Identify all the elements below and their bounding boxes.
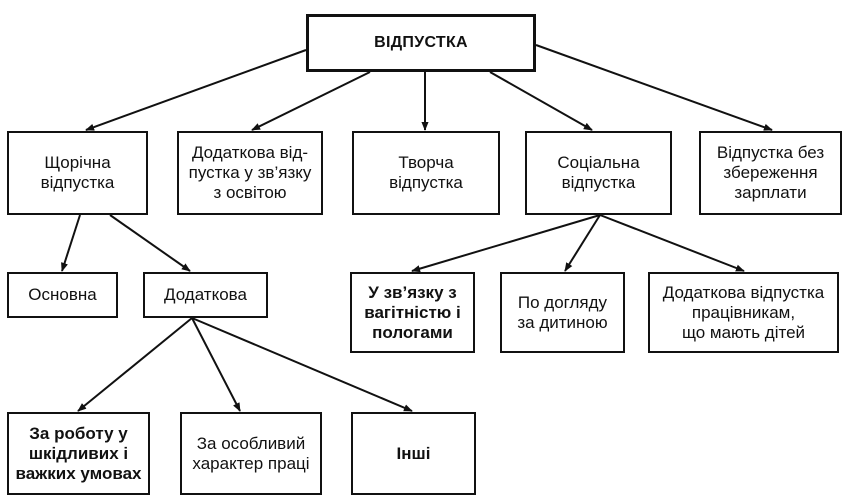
node-harmful-conditions-vacation: За роботу у шкідливих і важких умовах: [7, 412, 150, 495]
edge-annual-basic: [61, 214, 81, 272]
edge-additional-special: [191, 317, 241, 412]
node-label: За особливий характер праці: [192, 433, 310, 473]
edge-social-parents: [599, 214, 745, 272]
node-childcare-vacation: По догляду за дитиною: [500, 272, 625, 353]
edge-root-unpaid: [535, 44, 773, 131]
node-vacation-root: ВІДПУСТКА: [306, 14, 536, 72]
node-unpaid-vacation: Відпустка без збереження зарплати: [699, 131, 842, 215]
node-pregnancy-vacation: У зв’язку з вагітністю і пологами: [350, 272, 475, 353]
edge-root-annual: [85, 49, 307, 131]
edge-root-social: [489, 71, 593, 131]
edge-additional-harmful: [77, 317, 193, 412]
node-education-vacation: Додаткова від- пустка у зв’язку з освіто…: [177, 131, 323, 215]
node-parents-vacation: Додаткова відпустка працівникам, що мают…: [648, 272, 839, 353]
node-social-vacation: Соціальна відпустка: [525, 131, 672, 215]
node-creative-vacation: Творча відпустка: [352, 131, 500, 215]
node-special-nature-vacation: За особливий характер праці: [180, 412, 322, 495]
node-label: За роботу у шкідливих і важких умовах: [15, 423, 142, 483]
node-label: Інші: [396, 443, 431, 463]
node-label: Відпустка без збереження зарплати: [716, 143, 825, 202]
edge-social-childcare: [564, 214, 601, 272]
edge-root-education: [251, 71, 371, 131]
node-label: ВІДПУСТКА: [374, 34, 468, 51]
node-label: Творча відпустка: [389, 153, 463, 192]
edge-social-pregnancy: [411, 214, 601, 273]
node-other-vacation: Інші: [351, 412, 476, 495]
node-label: Додаткова відпустка працівникам, що мают…: [662, 282, 825, 342]
node-label: По догляду за дитиною: [517, 292, 608, 332]
node-annual-vacation: Щорічна відпустка: [7, 131, 148, 215]
edge-additional-other: [191, 317, 413, 412]
node-label: Щорічна відпустка: [40, 153, 115, 192]
node-label: Основна: [28, 285, 97, 304]
node-additional-vacation: Додаткова: [143, 272, 268, 318]
node-label: Додаткова: [164, 285, 247, 304]
node-label: Додаткова від- пустка у зв’язку з освіто…: [188, 143, 312, 202]
node-basic-vacation: Основна: [7, 272, 118, 318]
edge-annual-additional: [109, 214, 191, 272]
node-label: У зв’язку з вагітністю і пологами: [364, 282, 461, 342]
node-label: Соціальна відпустка: [557, 153, 640, 192]
